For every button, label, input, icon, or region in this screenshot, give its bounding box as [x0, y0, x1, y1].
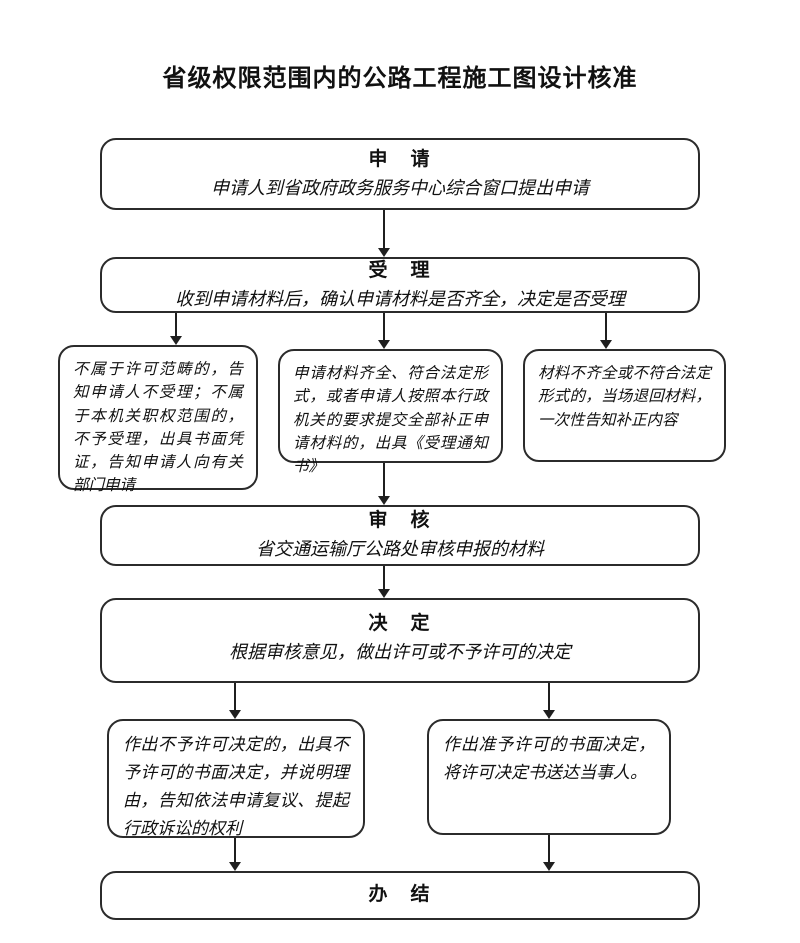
node-decide-desc: 根据审核意见，做出许可或不予许可的决定	[229, 641, 571, 662]
connector-apply-accept	[378, 210, 390, 257]
connector-decide-deny	[229, 683, 241, 719]
node-decide-heading: 决 定	[368, 613, 432, 634]
connector-notice-review	[378, 463, 390, 505]
connector-accept-return	[600, 313, 612, 349]
connector-accept-notice	[378, 313, 390, 349]
node-branch-reject: 不属于许可范畴的，告知申请人不受理；不属于本机关职权范围的，不予受理，出具书面凭…	[58, 345, 258, 494]
node-review-heading: 审 核	[368, 510, 432, 532]
node-complete-heading: 办 结	[368, 884, 432, 906]
connector-decide-grant	[543, 683, 555, 719]
node-review-desc: 省交通运输厅公路处审核申报的材料	[256, 539, 544, 560]
node-branch-return: 材料不齐全或不符合法定形式的，当场退回材料，一次性告知补正内容	[523, 349, 726, 462]
node-apply: 申 请 申请人到省政府政务服务中心综合窗口提出申请	[100, 138, 700, 210]
node-apply-desc: 申请人到省政府政务服务中心综合窗口提出申请	[211, 177, 589, 198]
node-grant-result: 作出准予许可的书面决定，将许可决定书送达当事人。	[427, 719, 671, 835]
node-deny-result-text: 作出不予许可决定的，出具不予许可的书面决定，并说明理由，告知依法申请复议、提起行…	[123, 735, 349, 839]
node-branch-accept: 申请材料齐全、符合法定形式，或者申请人按照本行政机关的要求提交全部补正申请材料的…	[278, 349, 503, 475]
node-complete: 办 结	[100, 871, 700, 920]
connector-deny-complete	[229, 838, 241, 871]
node-accept-heading: 受 理	[368, 259, 432, 281]
node-accept-desc: 收到申请材料后，确认申请材料是否齐全，决定是否受理	[175, 288, 625, 309]
node-branch-reject-text: 不属于许可范畴的，告知申请人不受理；不属于本机关职权范围的，不予受理，出具书面凭…	[73, 361, 243, 495]
connector-grant-complete	[543, 835, 555, 871]
connector-review-decide	[378, 566, 390, 598]
connector-accept-reject	[170, 313, 182, 345]
node-decide: 决 定 根据审核意见，做出许可或不予许可的决定	[100, 598, 700, 683]
node-accept: 受 理 收到申请材料后，确认申请材料是否齐全，决定是否受理	[100, 257, 700, 313]
page-title: 省级权限范围内的公路工程施工图设计核准	[162, 65, 638, 92]
node-apply-heading: 申 请	[368, 148, 432, 170]
node-branch-accept-text: 申请材料齐全、符合法定形式，或者申请人按照本行政机关的要求提交全部补正申请材料的…	[293, 365, 488, 475]
node-deny-result: 作出不予许可决定的，出具不予许可的书面决定，并说明理由，告知依法申请复议、提起行…	[107, 719, 365, 838]
node-review: 审 核 省交通运输厅公路处审核申报的材料	[100, 505, 700, 566]
node-grant-result-text: 作出准予许可的书面决定，将许可决定书送达当事人。	[443, 735, 655, 783]
node-branch-return-text: 材料不齐全或不符合法定形式的，当场退回材料，一次性告知补正内容	[538, 365, 711, 429]
